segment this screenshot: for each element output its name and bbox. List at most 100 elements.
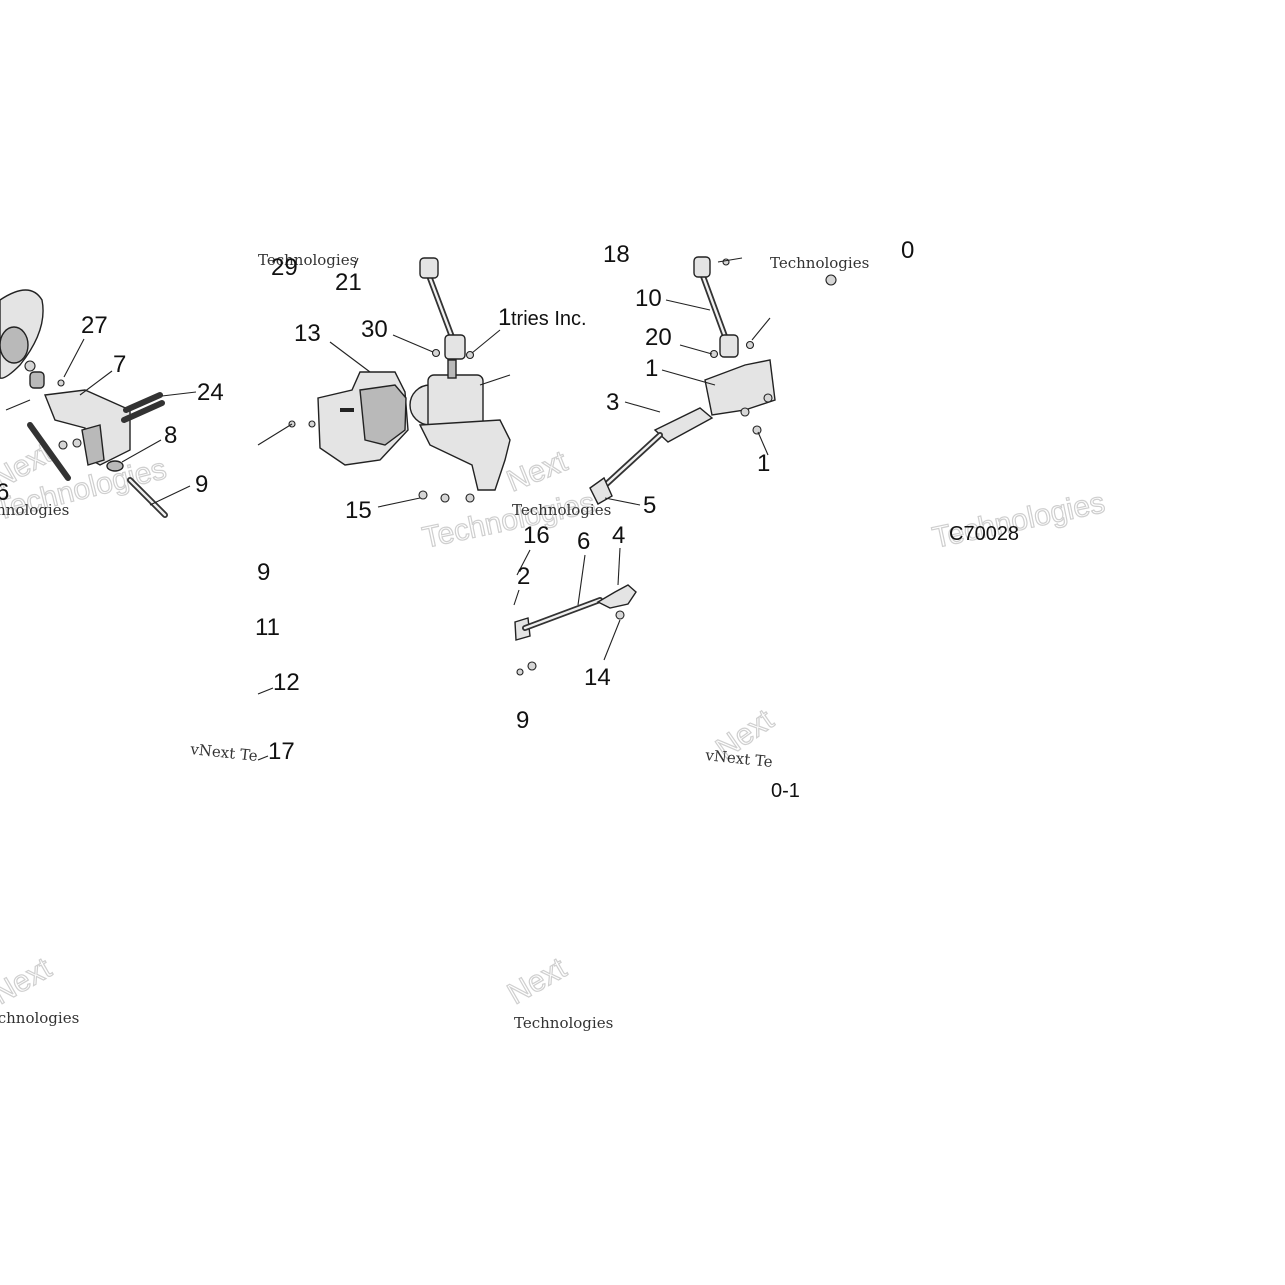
tie-rod-panel: [513, 547, 637, 676]
callout-17: 17: [268, 738, 295, 765]
diagram-code: C70028: [949, 523, 1019, 545]
inner-tie-rod-highlight: [598, 433, 662, 492]
bolt-rack-top-part: [745, 340, 755, 350]
eps-mount-bracket-part: [418, 419, 511, 491]
watermark-next-bottom-left: Next: [0, 951, 57, 1011]
leader-21: [353, 257, 359, 269]
shaft-joint-upper-part: [693, 256, 711, 278]
leader-27: [63, 338, 85, 378]
rack-bolt-b-part: [763, 393, 773, 403]
leader-4: [617, 547, 621, 586]
leader-1c: [757, 431, 769, 456]
callout-6a: 6: [0, 479, 9, 506]
callout-5: 5: [643, 492, 656, 519]
u-joint-lower-part: [444, 334, 466, 360]
column-bushing-part: [29, 371, 45, 389]
watermark-next-bottom-center: Next: [502, 951, 572, 1011]
eps-cover-shadow: [359, 384, 407, 446]
nut-14-part: [615, 610, 625, 620]
rack-bolt-c-part: [752, 425, 762, 435]
bolt-left-b-part: [72, 438, 82, 448]
callout-0-1: 0-1: [771, 780, 800, 802]
watermark-layer: Technologies Technologies Technologies N…: [0, 436, 1108, 1012]
watermark-fragment-top-left: Technologies: [258, 251, 357, 269]
callout-6b: 6: [577, 528, 590, 555]
eps-cover-slot: [340, 408, 354, 412]
callout-3: 3: [606, 389, 619, 416]
callout-7: 7: [113, 351, 126, 378]
nut-lower-a-part: [527, 661, 537, 671]
callout-10: 10: [635, 285, 662, 312]
callout-12: 12: [273, 669, 300, 696]
leader-eps-left: [257, 423, 293, 446]
callout-16: 16: [523, 522, 550, 549]
watermark-fragment-bottom-center: Technologies: [514, 1014, 613, 1032]
bolt-24-upper-part: [123, 392, 163, 413]
watermark-fragment-top-right: Technologies: [770, 254, 869, 272]
steering-column-panel: [0, 289, 197, 518]
u-joint-upper-part: [419, 257, 439, 279]
leader-1b: [661, 369, 716, 386]
leader-rack-top: [751, 317, 771, 341]
bolt-1-eps-part: [465, 350, 475, 360]
bushing-8-part: [106, 460, 124, 472]
leader-5: [604, 497, 641, 506]
watermark-fragment-vnext-left: vNext Te: [189, 740, 259, 765]
callout-1a: 1: [498, 304, 511, 331]
callout-13: 13: [294, 320, 321, 347]
callout-1b: 1: [645, 355, 658, 382]
callout-30: 30: [361, 316, 388, 343]
callout-8: 8: [164, 422, 177, 449]
leader-eps-right: [479, 374, 511, 386]
bolt-24-lower-part: [121, 400, 165, 423]
leader-3: [624, 401, 661, 413]
callout-0: 0: [901, 237, 914, 264]
outer-tie-rod-shaft-highlight: [523, 598, 602, 630]
leader-13: [329, 341, 371, 373]
leader-30: [392, 334, 434, 353]
jam-nut-5-part: [589, 476, 613, 505]
nut-top-right-part: [825, 274, 837, 286]
callout-21: 21: [335, 269, 362, 296]
callout-9b: 9: [257, 559, 270, 586]
callout-29: 29: [271, 254, 298, 281]
callout-11: 11: [255, 614, 280, 641]
bolt-27-part: [57, 379, 65, 387]
bolt-left-a-part: [58, 440, 68, 450]
callout-24: 24: [197, 379, 224, 406]
watermark-industries-text: tries Inc.: [511, 308, 587, 330]
callout-15: 15: [345, 497, 372, 524]
nut-lower-b-part: [516, 668, 524, 676]
rack-boot-part: [653, 407, 714, 443]
tilt-shock-part: [27, 422, 71, 481]
callout-4: 4: [612, 522, 625, 549]
shaft-joint-lower-part: [719, 334, 739, 358]
eps-input-shaft-part: [447, 359, 457, 379]
watermark-text-fragments: Technologies Technologies Technologies T…: [0, 251, 869, 1032]
leader-7: [79, 370, 113, 396]
column-bracket-part: [44, 389, 131, 466]
leader-2: [513, 589, 520, 606]
leader-8: [121, 439, 162, 463]
callout-9c: 9: [516, 707, 529, 734]
callout-9a: 9: [195, 471, 208, 498]
callout-20: 20: [645, 324, 672, 351]
washer-right-part: [308, 420, 316, 428]
bolt-15c-part: [465, 493, 475, 503]
callout-labels: 29 21 27 7 24 8 9 6 13 30 1 15 10 20 1 3…: [0, 237, 914, 802]
leader-16: [516, 549, 531, 576]
tie-rod-end-part: [596, 584, 637, 609]
leader-10: [665, 299, 711, 311]
steering-rack-panel: [589, 256, 837, 506]
callout-1c: 1: [757, 450, 770, 477]
bolt-15b-part: [440, 493, 450, 503]
callout-18: 18: [603, 241, 630, 268]
leader-9a: [149, 485, 191, 506]
watermark-fragment-vnext-right: vNext Te: [704, 746, 774, 771]
leader-15: [377, 497, 421, 508]
leader-20: [679, 344, 713, 355]
bracket-clamp-part: [81, 424, 105, 466]
bolt-30-part: [431, 348, 441, 358]
leader-14: [603, 619, 621, 661]
